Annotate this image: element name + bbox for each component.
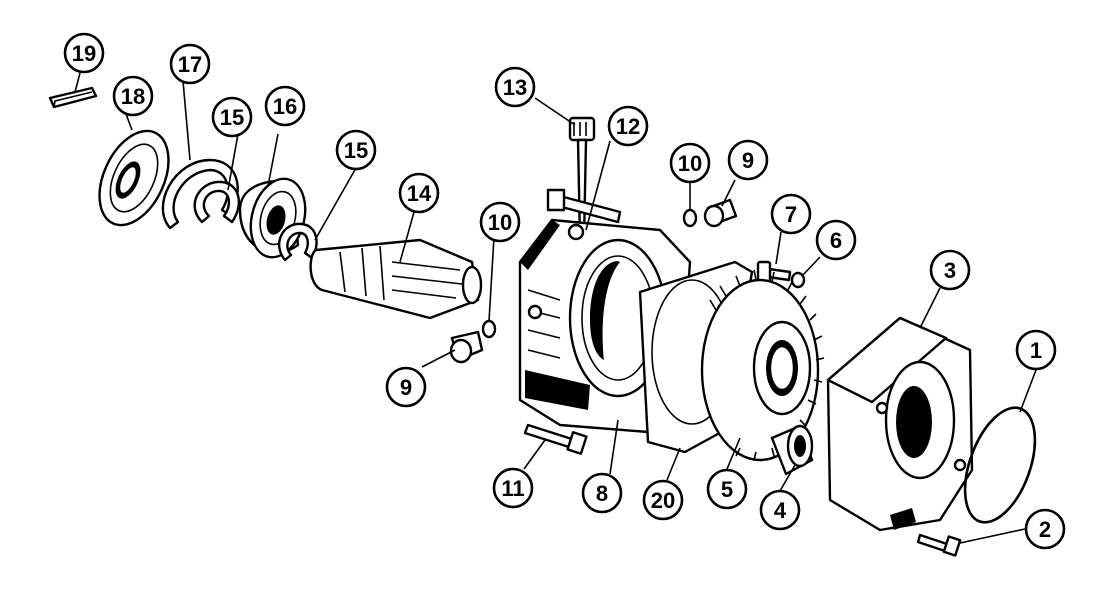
part-seal (98, 129, 170, 227)
callout-3: 3 (929, 249, 971, 291)
callout-13: 13 (494, 66, 536, 108)
callout-17-label: 17 (178, 52, 202, 77)
part-o-ring-right (682, 208, 698, 228)
callout-6-label: 6 (830, 228, 842, 253)
callout-12: 12 (607, 105, 649, 147)
callout-10-left-label: 10 (488, 210, 512, 235)
part-circlip-inner (277, 222, 318, 262)
callout-8-label: 8 (596, 481, 608, 506)
part-bolt-upper (546, 188, 622, 224)
callout-15-left-label: 15 (220, 105, 244, 130)
callout-5-label: 5 (721, 477, 733, 502)
part-gear (700, 269, 825, 462)
part-o-ring-left (481, 319, 497, 339)
callout-5: 5 (706, 468, 748, 510)
callout-1-label: 1 (1030, 338, 1042, 363)
callout-4: 4 (759, 489, 801, 531)
callout-8: 8 (581, 472, 623, 514)
callout-9-left: 9 (385, 366, 427, 408)
callout-9-right-label: 9 (742, 148, 754, 173)
callout-15-left: 15 (211, 96, 253, 138)
part-end-cover (826, 316, 974, 532)
callout-6: 6 (815, 219, 857, 261)
callout-10-right-label: 10 (678, 151, 702, 176)
callout-3-label: 3 (944, 258, 956, 283)
callout-11-label: 11 (501, 476, 524, 501)
part-plug-right (703, 198, 738, 228)
callout-19: 19 (63, 32, 105, 74)
callout-18: 18 (112, 75, 154, 117)
callout-12-label: 12 (616, 114, 640, 139)
part-bushing (770, 424, 814, 476)
part-circlip-outer (193, 180, 241, 224)
callout-18-label: 18 (121, 84, 145, 109)
callout-20: 20 (642, 479, 684, 521)
callout-10-right: 10 (669, 142, 711, 184)
leader-lines (74, 72, 1037, 544)
callout-15-right: 15 (335, 129, 377, 171)
callout-10-left: 10 (479, 201, 521, 243)
callout-19-label: 19 (72, 41, 96, 66)
callout-20-label: 20 (651, 488, 675, 513)
part-plug-left (449, 330, 484, 364)
callout-15-right-label: 15 (344, 138, 368, 163)
callout-11: 11 (492, 467, 534, 509)
callout-14: 14 (398, 172, 440, 214)
callout-16-label: 16 (273, 94, 297, 119)
part-washer (790, 271, 806, 289)
callout-7: 7 (770, 193, 812, 235)
callout-16: 16 (264, 85, 306, 127)
callout-7-label: 7 (785, 202, 797, 227)
callout-2: 2 (1024, 508, 1066, 550)
callout-1: 1 (1015, 329, 1057, 371)
callout-9-left-label: 9 (400, 375, 412, 400)
part-screw (756, 260, 792, 284)
part-output-shaft (309, 238, 483, 320)
callout-9-right: 9 (727, 139, 769, 181)
callout-14-label: 14 (407, 181, 432, 206)
callout-17: 17 (169, 43, 211, 85)
callout-4-label: 4 (774, 498, 787, 523)
callout-2-label: 2 (1039, 517, 1051, 542)
part-cover-screw (916, 533, 962, 557)
callout-13-label: 13 (503, 75, 527, 100)
part-bolt-lower (523, 423, 588, 455)
part-key (48, 86, 98, 109)
part-bearing (238, 177, 307, 259)
